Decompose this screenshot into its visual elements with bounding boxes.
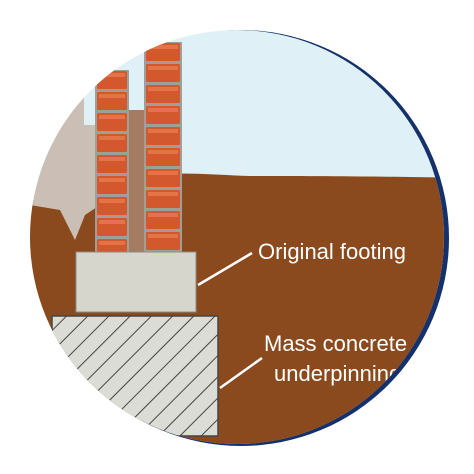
underpinning-label-line2: underpinning [274,361,401,386]
left-leaf-brick-highlight [99,73,125,77]
original-footing-leader [197,251,253,287]
left-leaf-brick-highlight [99,94,125,98]
left-leaf-brick-highlight [99,241,125,245]
left-brick-leaf [95,70,129,255]
left-leaf-brick [97,239,127,252]
underpinning-leader [219,356,263,390]
right-leaf-brick-highlight [148,150,178,154]
left-leaf-brick-highlight [99,136,125,140]
right-brick-leaf [144,42,182,255]
right-leaf-brick-highlight [148,213,178,217]
mass-concrete-underpinning [51,315,219,437]
right-leaf-brick-highlight [148,45,178,49]
right-leaf-brick-highlight [148,192,178,196]
left-leaf-brick-highlight [99,178,125,182]
underpinning-label-line1: Mass concrete [264,331,407,356]
left-leaf-brick-highlight [99,199,125,203]
right-leaf-brick-highlight [148,108,178,112]
wall-cavity [128,110,145,255]
right-leaf-brick-highlight [148,129,178,133]
right-leaf-brick-highlight [148,234,178,238]
right-leaf-brick-highlight [148,87,178,91]
left-leaf-brick-highlight [99,115,125,119]
left-leaf-brick-highlight [99,157,125,161]
left-ground [30,90,100,240]
right-leaf-brick-highlight [148,171,178,175]
right-leaf-brick-highlight [148,66,178,70]
left-leaf-brick-highlight [99,220,125,224]
original-footing [75,251,197,313]
original-footing-label: Original footing [258,239,406,264]
